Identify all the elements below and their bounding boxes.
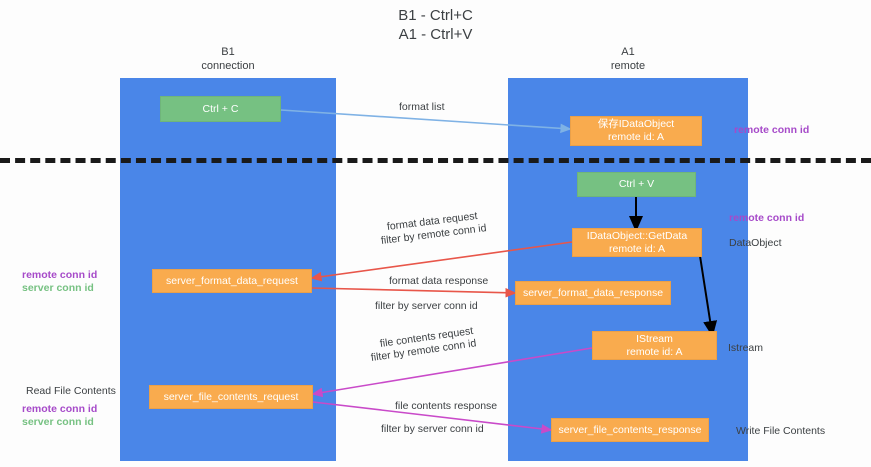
filter-key-server-conn-id: server conn id — [411, 300, 478, 312]
node-server-format-data-response[interactable]: server_format_data_response — [515, 281, 671, 305]
node-save-idataobject-sublabel: remote id: A — [607, 131, 665, 143]
node-server-file-contents-response-label: server_file_contents_response — [558, 423, 702, 436]
lane-header-b1: B1 connection — [120, 45, 336, 73]
node-idataobject-getdata-label: IDataObject::GetData — [586, 229, 688, 242]
annotation-left-server-conn-id-bottom: server conn id — [22, 416, 94, 428]
annotation-dataobject: DataObject — [729, 237, 782, 249]
annotation-istream: Istream — [728, 342, 764, 354]
edge-label-format-data-response-filter: filter by server conn id — [375, 299, 478, 313]
annotation-left-remote-conn-id-mid: remote conn id — [22, 269, 98, 281]
annotation-left-remote-conn-id-bottom: remote conn id — [22, 403, 98, 415]
filter-prefix: filter by — [380, 230, 419, 247]
lane-header-a1: A1 remote — [508, 45, 748, 73]
edge-label-file-contents-response-filter: filter by server conn id — [381, 422, 484, 436]
node-server-format-data-response-label: server_format_data_response — [522, 286, 664, 299]
edge-label-format-data-response: format data response — [389, 275, 489, 287]
node-idataobject-getdata[interactable]: IDataObject::GetData remote id: A — [572, 228, 702, 257]
edge-label-file-contents-response: file contents response — [395, 400, 498, 412]
node-server-format-data-request[interactable]: server_format_data_request — [152, 269, 312, 293]
annotation-write-file-contents: Write File Contents — [736, 425, 826, 437]
lane-header-a1-name: A1 — [621, 46, 635, 58]
filter-prefix: filter by — [375, 300, 412, 312]
node-idataobject-getdata-sublabel: remote id: A — [608, 242, 666, 255]
node-istream-sublabel: remote id: A — [626, 345, 683, 358]
annotation-remote-conn-id-top: remote conn id — [734, 124, 810, 136]
node-server-file-contents-request[interactable]: server_file_contents_request — [149, 385, 313, 409]
lane-header-b1-role: connection — [201, 60, 255, 72]
node-istream-label: IStream — [636, 332, 673, 345]
node-ctrl-c[interactable]: Ctrl + C — [160, 96, 281, 122]
lane-header-b1-name: B1 — [221, 46, 235, 58]
filter-prefix: filter by — [381, 423, 418, 435]
filter-key-server-conn-id: server conn id — [417, 423, 484, 435]
node-save-idataobject-label: 保存IDataObject — [597, 118, 675, 130]
filter-prefix: filter by — [370, 346, 409, 364]
phase-divider — [0, 158, 871, 163]
node-ctrl-v[interactable]: Ctrl + V — [577, 172, 696, 197]
node-ctrl-c-label: Ctrl + C — [202, 102, 239, 115]
node-ctrl-v-label: Ctrl + V — [618, 178, 655, 190]
annotation-remote-conn-id-mid: remote conn id — [729, 212, 805, 224]
page-title-line-2: A1 - Ctrl+V — [398, 26, 473, 43]
annotation-read-file-contents: Read File Contents — [26, 385, 116, 397]
node-server-format-data-request-label: server_format_data_request — [166, 274, 298, 287]
node-istream[interactable]: IStream remote id: A — [592, 331, 717, 360]
page-title-line-1: B1 - Ctrl+C — [398, 7, 473, 24]
lane-header-a1-role: remote — [610, 60, 646, 72]
page-title: B1 - Ctrl+C A1 - Ctrl+V — [0, 6, 871, 44]
node-server-file-contents-response[interactable]: server_file_contents_response — [551, 418, 709, 442]
node-save-idataobject[interactable]: 保存IDataObject remote id: A — [570, 116, 702, 146]
annotation-left-server-conn-id-mid: server conn id — [22, 282, 94, 294]
node-server-file-contents-request-label: server_file_contents_request — [163, 390, 299, 403]
edge-label-format-list: format list — [399, 101, 445, 113]
